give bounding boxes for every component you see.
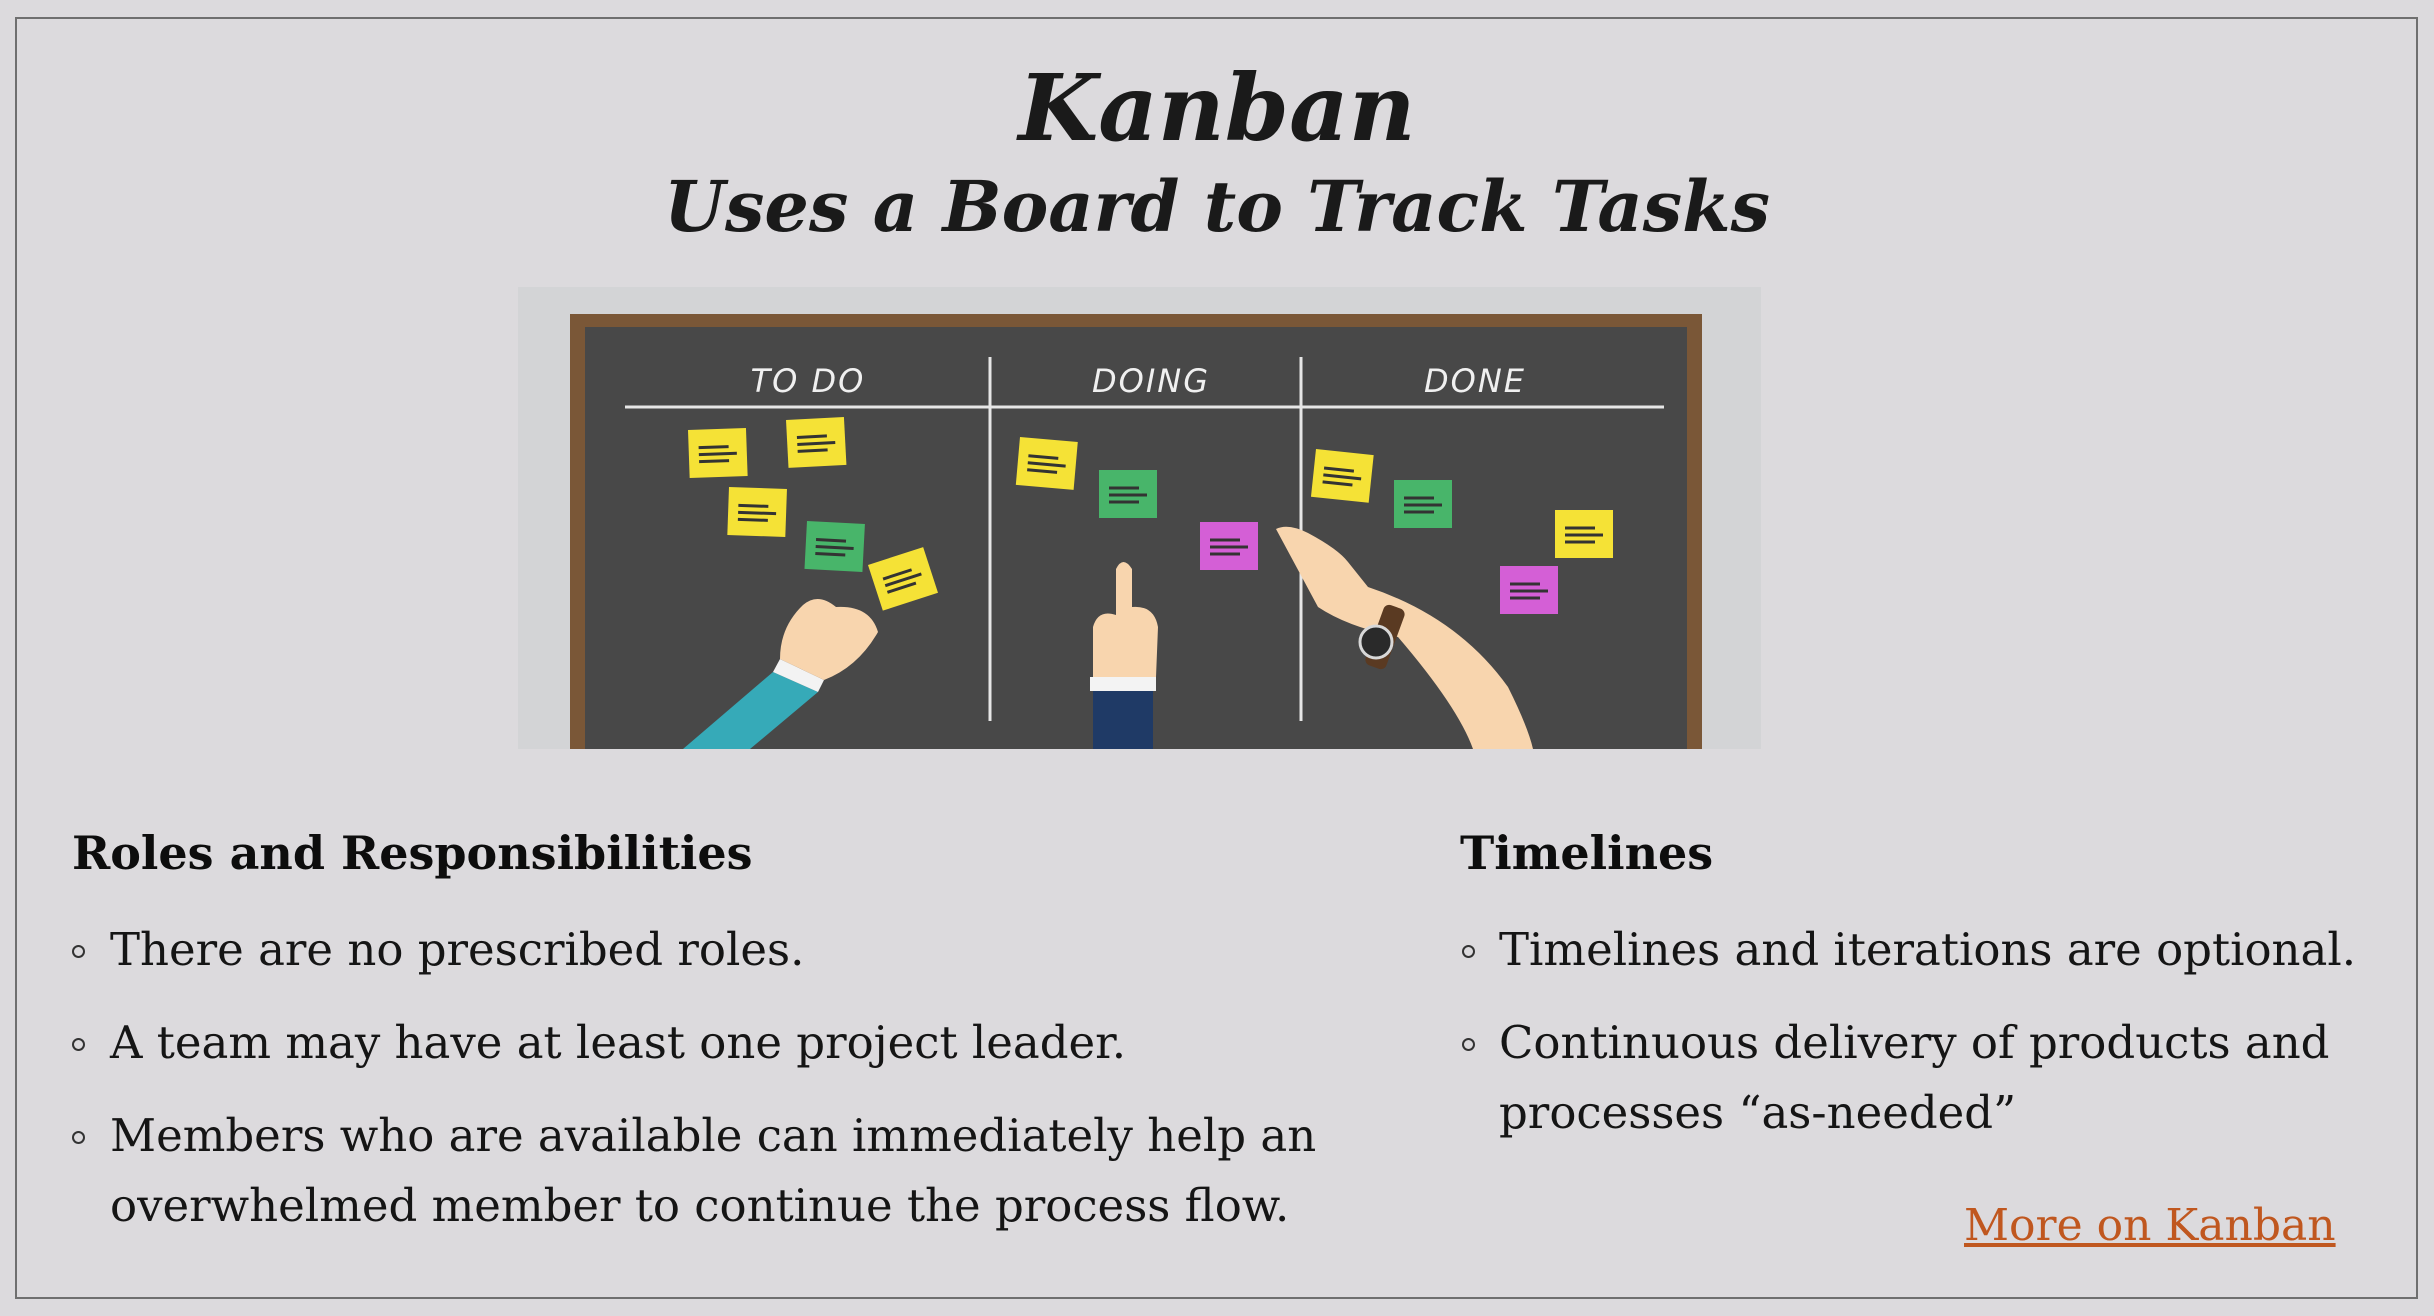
roles-bullet: Members who are available can immediatel… bbox=[110, 1109, 1317, 1162]
middle-hand bbox=[1093, 562, 1158, 677]
sticky-note bbox=[1500, 566, 1558, 614]
sticky-note bbox=[727, 487, 787, 537]
right-arm bbox=[1276, 526, 1533, 749]
sticky-note bbox=[1310, 449, 1374, 503]
left-hand bbox=[780, 598, 878, 680]
roles-bullet-continued: overwhelmed member to continue the proce… bbox=[110, 1179, 1290, 1232]
left-arm bbox=[683, 672, 818, 749]
watch-icon bbox=[1358, 624, 1394, 660]
kanban-board-illustration: TO DO DOING DONE bbox=[518, 287, 1761, 749]
slide-title: Kanban bbox=[1018, 54, 1416, 162]
sticky-note bbox=[1555, 510, 1613, 558]
column-todo: TO DO bbox=[751, 362, 866, 400]
timelines-bullet: Continuous delivery of products and bbox=[1499, 1016, 2330, 1069]
timelines-bullet: Timelines and iterations are optional. bbox=[1499, 923, 2357, 976]
sticky-note bbox=[1015, 437, 1078, 490]
timelines-bullet-continued: processes “as-needed” bbox=[1499, 1086, 2017, 1139]
bullet-icon bbox=[72, 945, 85, 958]
slide-subtitle: Uses a Board to Track Tasks bbox=[663, 165, 1771, 248]
roles-bullet: A team may have at least one project lea… bbox=[110, 1016, 1127, 1069]
sticky-note bbox=[786, 416, 847, 468]
sticky-note bbox=[688, 427, 748, 478]
sticky-note bbox=[1200, 522, 1258, 570]
more-on-kanban-link[interactable]: More on Kanban bbox=[1964, 1200, 2336, 1251]
column-doing: DOING bbox=[1092, 362, 1210, 400]
middle-sleeve bbox=[1093, 682, 1153, 749]
sticky-note bbox=[868, 547, 938, 611]
bullet-icon bbox=[1462, 1038, 1475, 1051]
sticky-note bbox=[1099, 470, 1157, 518]
column-done: DONE bbox=[1424, 362, 1526, 400]
bullet-icon bbox=[72, 1131, 85, 1144]
sticky-note bbox=[1394, 480, 1452, 528]
sticky-note bbox=[804, 521, 865, 572]
bullet-icon bbox=[72, 1038, 85, 1051]
bullet-icon bbox=[1462, 945, 1475, 958]
timelines-heading: Timelines bbox=[1460, 826, 1714, 880]
roles-heading: Roles and Responsibilities bbox=[72, 826, 753, 880]
roles-bullet: There are no prescribed roles. bbox=[110, 923, 805, 976]
